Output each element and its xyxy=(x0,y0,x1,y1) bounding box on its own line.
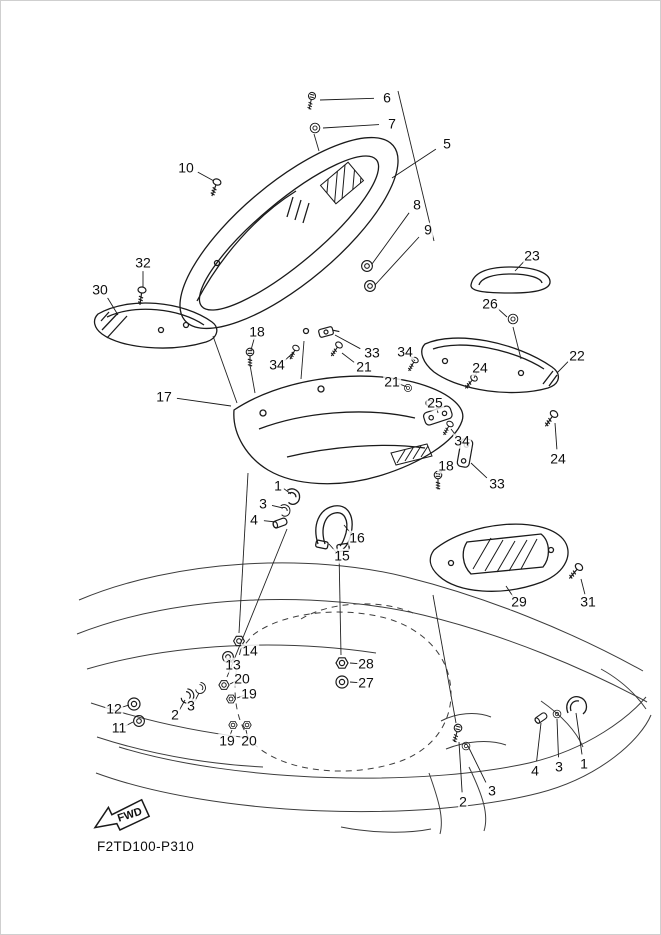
left-panel-30-shape xyxy=(93,302,218,349)
leader-line xyxy=(271,504,284,509)
leader-line xyxy=(107,297,119,316)
washer-21b-icon xyxy=(404,384,412,392)
seat-cowling-shape xyxy=(179,136,399,335)
bolt-18b-icon xyxy=(433,470,443,490)
washer-13-icon xyxy=(222,651,234,663)
right-panel-22-shape xyxy=(421,337,559,394)
bolt-2b-icon xyxy=(450,722,464,744)
leader-line xyxy=(556,361,569,374)
leader-line xyxy=(328,543,337,553)
washer-12-icon xyxy=(127,697,141,711)
leader-line xyxy=(283,488,292,495)
leader-line xyxy=(194,692,200,702)
nut-20b-icon xyxy=(242,720,252,730)
leader-line xyxy=(125,721,134,727)
leader-line xyxy=(341,352,355,363)
leader-line xyxy=(470,462,488,479)
leader-line xyxy=(284,351,295,361)
hook-3a-icon xyxy=(278,502,292,518)
leader-line xyxy=(334,334,361,350)
leader-line xyxy=(391,148,437,179)
leader-line xyxy=(179,699,186,711)
damper-4a-icon xyxy=(271,516,289,530)
leader-line xyxy=(580,578,586,595)
bracket-25-shape xyxy=(422,405,453,426)
fwd-label: FWD xyxy=(116,806,144,825)
leader-line xyxy=(236,694,244,699)
assembly-lines xyxy=(212,90,522,724)
bushing-26-icon xyxy=(507,313,519,325)
hook-1b-icon xyxy=(566,696,588,715)
bolt-18a-icon xyxy=(245,347,255,367)
screw-31-icon xyxy=(565,561,585,582)
hook-3c-icon xyxy=(194,681,208,696)
leader-line xyxy=(349,662,359,665)
leader-line xyxy=(536,722,542,762)
leader-line xyxy=(374,236,420,286)
leader-line xyxy=(467,745,487,783)
leader-line xyxy=(371,212,410,265)
leader-line xyxy=(120,704,130,709)
hook-1a-icon xyxy=(284,486,302,507)
fwd-arrow-outline xyxy=(93,798,151,831)
center-cowling-17-shape xyxy=(233,375,464,485)
damper-4b-icon xyxy=(533,711,549,725)
leader-line xyxy=(319,97,375,101)
washer-27-icon xyxy=(335,675,349,689)
washer-7-icon xyxy=(309,122,321,134)
nut-20a-icon xyxy=(218,680,230,690)
washer-8-icon xyxy=(361,260,373,272)
leader-line xyxy=(322,124,380,129)
hinge-33-upper-shape xyxy=(318,326,340,338)
leader-line xyxy=(497,308,508,318)
leader-line xyxy=(349,681,359,684)
fasteners xyxy=(127,91,588,751)
leader-line xyxy=(458,741,463,793)
handle-23-shape xyxy=(470,266,551,294)
leader-line xyxy=(250,337,255,351)
leader-line xyxy=(197,171,215,182)
nut-28-icon xyxy=(335,657,349,669)
rear-handle-29-shape xyxy=(429,523,569,592)
hull-outline-shape xyxy=(76,562,652,835)
screw-34c-icon xyxy=(440,419,455,438)
leader-line xyxy=(575,712,583,755)
leader-line xyxy=(556,718,559,758)
leader-line xyxy=(176,397,232,407)
leader-line xyxy=(505,585,514,597)
leader-line xyxy=(554,422,558,450)
screw-21a-icon xyxy=(327,340,345,359)
leader-line xyxy=(263,520,277,523)
leader-lines xyxy=(107,97,586,793)
screw-10-icon xyxy=(207,177,223,199)
screw-24b-icon xyxy=(541,408,560,430)
hook-2a-icon xyxy=(179,687,197,706)
nut-19a-icon xyxy=(226,694,236,704)
diagram-code: F2TD100-P310 xyxy=(97,839,195,854)
bolt-6-icon xyxy=(305,91,317,111)
nut-19b-icon xyxy=(228,720,238,730)
fwd-arrow: FWD xyxy=(93,798,151,831)
leader-line xyxy=(514,260,525,272)
washer-9-icon xyxy=(364,280,376,292)
leader-line xyxy=(245,729,249,738)
